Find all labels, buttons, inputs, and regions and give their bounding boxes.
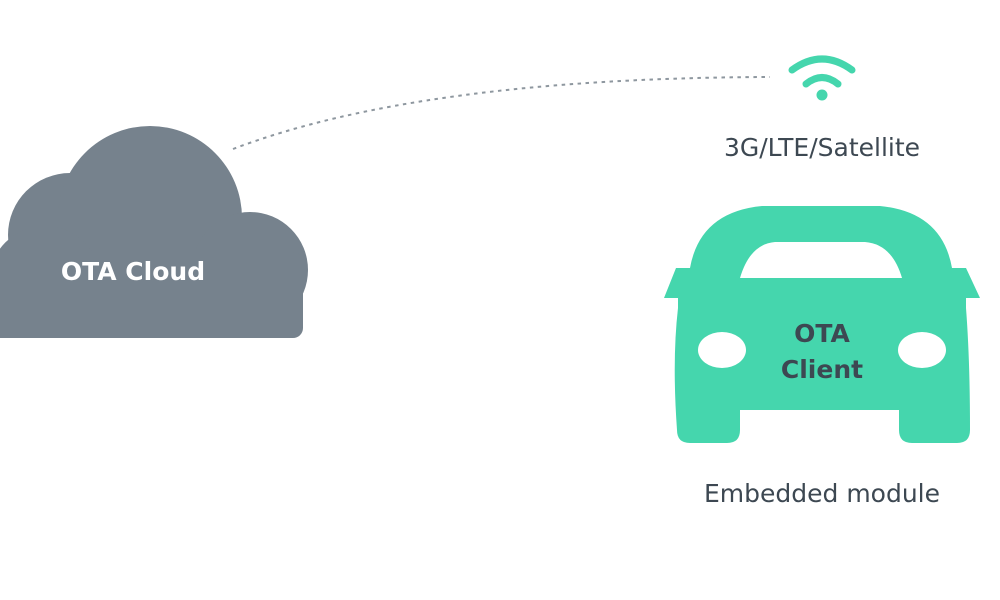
- cloud-icon: [0, 126, 308, 338]
- wifi-dot: [816, 89, 828, 101]
- car-caption: Embedded module: [704, 479, 940, 508]
- car-headlight-left: [698, 332, 746, 368]
- car-icon: [664, 206, 980, 443]
- car-label-line1: OTA: [794, 319, 850, 348]
- cloud-label: OTA Cloud: [61, 257, 205, 286]
- car-windshield: [740, 242, 902, 278]
- connection-line: [232, 76, 771, 150]
- car-headlight-right: [898, 332, 946, 368]
- connection-label: 3G/LTE/Satellite: [724, 133, 920, 162]
- wifi-icon: [788, 55, 856, 88]
- car-label-line2: Client: [781, 355, 863, 384]
